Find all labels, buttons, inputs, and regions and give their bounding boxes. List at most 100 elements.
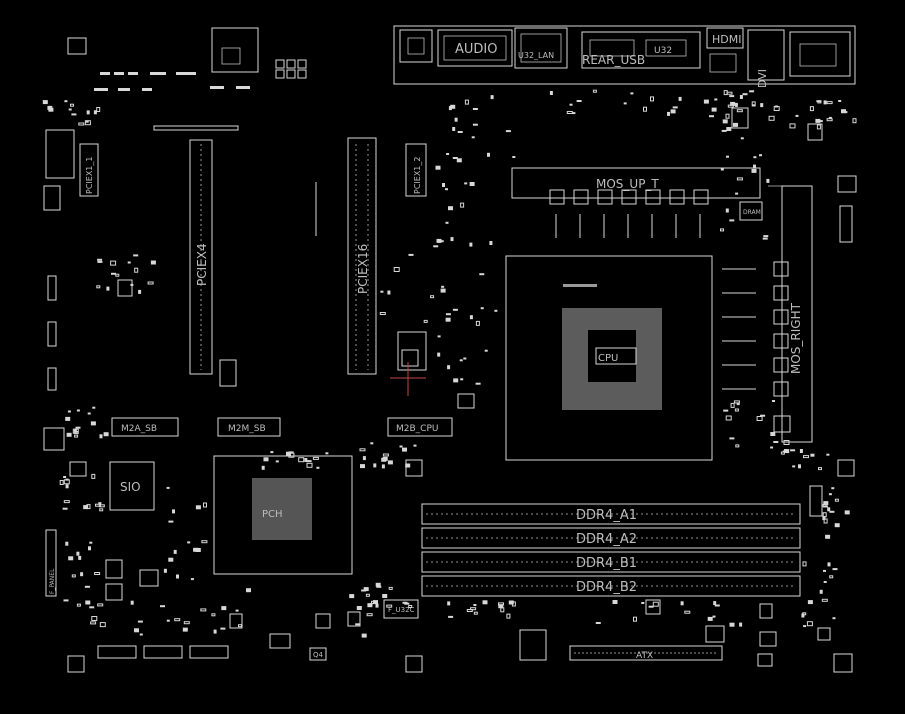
passive-component xyxy=(703,99,709,104)
passive-component xyxy=(89,606,95,609)
passive-component xyxy=(730,101,736,106)
passive-component xyxy=(447,601,451,606)
sio-label: SIO xyxy=(120,480,141,494)
passive-component xyxy=(304,458,308,462)
passive-component xyxy=(714,98,718,101)
passive-component xyxy=(190,578,194,581)
passive-component xyxy=(826,453,830,456)
passive-component xyxy=(110,260,117,266)
passive-component xyxy=(823,569,826,572)
passive-component xyxy=(402,447,407,452)
passive-component xyxy=(472,108,478,110)
passive-component xyxy=(381,457,387,462)
passive-component xyxy=(94,572,101,575)
pciex1-a-label: PCIEX1_1 xyxy=(85,157,94,194)
passive-component xyxy=(73,428,77,433)
passive-component xyxy=(595,622,601,624)
passive-component xyxy=(115,273,120,277)
passive-component xyxy=(65,416,71,421)
passive-component xyxy=(770,446,774,449)
passive-component xyxy=(106,286,110,291)
passive-component xyxy=(454,117,458,122)
usb-right-port xyxy=(789,31,851,77)
passive-component xyxy=(163,568,167,573)
passive-component xyxy=(49,105,53,108)
pcie-top-slot xyxy=(153,125,239,131)
passive-component xyxy=(726,91,733,95)
passive-component xyxy=(506,613,511,619)
ddr4-a1-slot xyxy=(421,503,801,525)
cpu-socket xyxy=(505,255,713,461)
passive-component xyxy=(71,113,77,116)
passive-component xyxy=(63,476,67,478)
cpu-label: CPU xyxy=(598,353,618,364)
passive-component xyxy=(722,119,728,124)
passive-component xyxy=(355,623,361,626)
passive-component xyxy=(736,403,740,406)
passive-component xyxy=(572,112,576,115)
passive-component xyxy=(448,206,453,211)
passive-component xyxy=(464,99,469,105)
passive-component xyxy=(822,516,826,521)
passive-component xyxy=(821,598,828,602)
passive-component xyxy=(823,501,829,506)
passive-component xyxy=(393,267,400,272)
passive-component xyxy=(173,549,177,554)
passive-component xyxy=(74,434,79,438)
passive-component xyxy=(195,505,201,510)
passive-component xyxy=(220,627,226,630)
passive-component xyxy=(203,502,207,508)
sio-pch: SIO PCH F_PANEL xyxy=(43,427,353,601)
passive-component xyxy=(312,456,319,460)
passive-component xyxy=(71,574,76,578)
passive-component xyxy=(751,168,757,173)
passive-component xyxy=(770,432,776,436)
passive-component xyxy=(466,609,473,612)
passive-component xyxy=(680,601,684,606)
passive-component xyxy=(733,400,740,404)
passive-component xyxy=(130,283,134,286)
passive-component xyxy=(648,605,654,608)
passive-component xyxy=(90,621,97,625)
passive-component xyxy=(68,556,74,561)
ddr4-b2-label: DDR4_B2 xyxy=(576,580,637,595)
passive-component xyxy=(721,129,727,132)
passive-component xyxy=(736,177,743,181)
rear-usb-label: REAR_USB xyxy=(582,53,645,67)
passive-component xyxy=(505,130,511,133)
passive-component xyxy=(456,158,462,163)
passive-component xyxy=(440,288,446,293)
passive-component xyxy=(831,487,835,490)
m2a-slot xyxy=(111,417,179,437)
f-u32c-header xyxy=(383,599,419,619)
passive-component xyxy=(707,616,713,621)
passive-component xyxy=(201,540,208,544)
passive-component xyxy=(832,617,836,620)
passive-component xyxy=(349,594,355,599)
passive-component xyxy=(76,551,80,556)
passive-component xyxy=(408,253,414,256)
passive-component xyxy=(827,507,831,512)
passive-component xyxy=(92,406,96,409)
bottom-header-2 xyxy=(143,645,183,659)
passive-component xyxy=(137,620,143,623)
passive-component xyxy=(464,182,468,185)
passive-component xyxy=(423,319,428,323)
passive-component xyxy=(263,457,269,462)
passive-component xyxy=(360,464,365,469)
passive-component xyxy=(405,463,411,468)
passive-component xyxy=(96,107,101,112)
passive-component xyxy=(742,93,748,96)
passive-component xyxy=(172,509,175,514)
passive-component xyxy=(772,400,775,402)
rear-io-group: AUDIO U32_LAN REAR_USB U32 HDMI DVI xyxy=(393,25,856,88)
passive-component xyxy=(726,127,732,131)
passive-component xyxy=(373,600,378,605)
sio-chip xyxy=(109,461,155,511)
passive-component xyxy=(182,627,188,632)
passive-component xyxy=(672,106,678,109)
passive-component xyxy=(316,466,320,469)
passive-component xyxy=(630,92,634,95)
passive-component xyxy=(445,221,449,224)
passive-component xyxy=(490,95,494,100)
